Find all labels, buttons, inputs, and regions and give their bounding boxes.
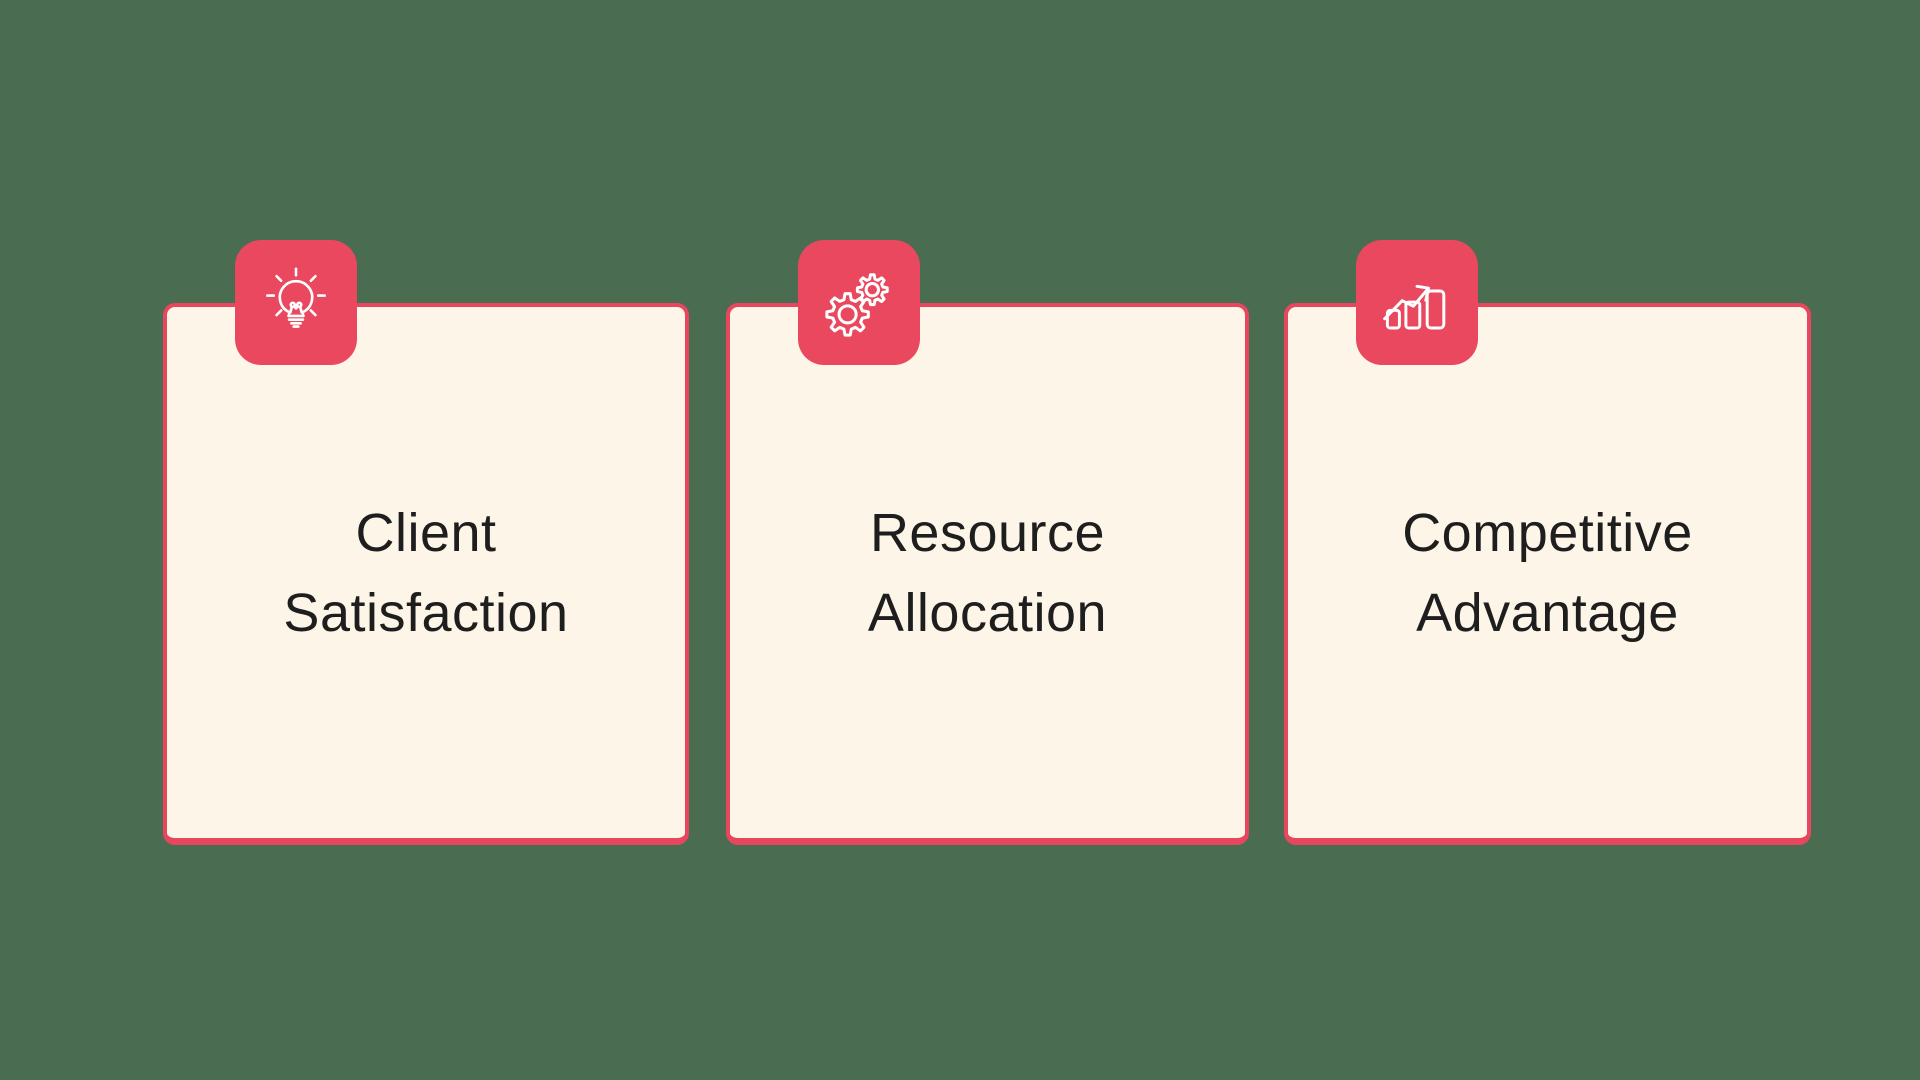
card-title-line2: Satisfaction	[283, 582, 569, 643]
card-title-line2: Advantage	[1416, 582, 1679, 643]
card-title: Client Satisfaction	[283, 493, 568, 653]
lightbulb-icon	[266, 266, 326, 328]
growth-chart-icon	[1383, 284, 1446, 329]
card-title-line1: Client	[355, 502, 497, 563]
gears-badge	[798, 240, 920, 365]
card-title: Competitive Advantage	[1402, 493, 1693, 653]
card-title-line1: Competitive	[1402, 502, 1693, 563]
card-title-line1: Resource	[869, 502, 1106, 563]
growth-chart-badge	[1356, 240, 1478, 365]
card-competitive-advantage: Competitive Advantage	[1284, 240, 1811, 845]
gears-icon	[825, 272, 889, 337]
card-title-line2: Allocation	[867, 582, 1108, 643]
card-resource-allocation: Resource Allocation	[726, 240, 1249, 845]
card-client-satisfaction: Client Satisfaction	[163, 240, 689, 845]
lightbulb-badge	[235, 240, 357, 365]
card-title: Resource Allocation	[868, 493, 1107, 653]
